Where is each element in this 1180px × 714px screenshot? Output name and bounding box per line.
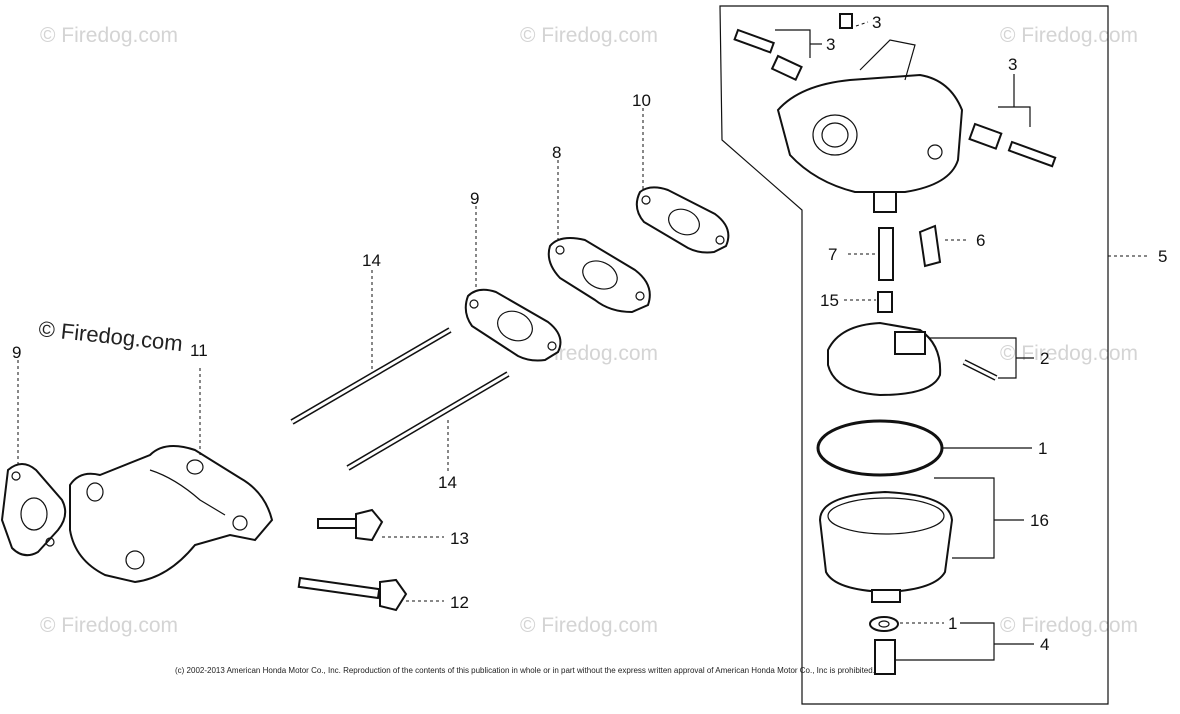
gasket-part-9-left xyxy=(0,463,67,557)
drain-bolt-part-4 xyxy=(874,639,896,675)
callout-5: 5 xyxy=(1158,247,1167,266)
bolt-part-13 xyxy=(317,508,384,542)
watermark: © Firedog.com xyxy=(40,24,178,47)
callout-1: 1 xyxy=(1038,439,1047,458)
watermark-prominent: © Firedog.com xyxy=(37,316,183,356)
watermark: © Firedog.com xyxy=(1000,24,1138,47)
throttle-stop-screw-part-3 xyxy=(968,122,1057,168)
callout-10: 10 xyxy=(632,91,651,110)
stud-part-14-upper xyxy=(290,327,452,425)
callout-11: 11 xyxy=(190,341,208,360)
callout-14: 14 xyxy=(362,251,381,270)
insulator-part-8 xyxy=(547,237,651,314)
callout-2: 2 xyxy=(1040,349,1049,368)
callout-15: 15 xyxy=(820,291,839,310)
gasket-part-10 xyxy=(635,186,730,254)
callout-8: 8 xyxy=(552,143,561,162)
callout-9: 9 xyxy=(12,343,21,362)
callout-12: 12 xyxy=(450,593,469,612)
callout-14: 14 xyxy=(438,473,457,492)
callout-4: 4 xyxy=(1040,635,1049,654)
cap-part-3 xyxy=(839,13,853,29)
float-pin-part-2 xyxy=(962,359,998,381)
watermark: © Firedog.com xyxy=(520,614,658,637)
watermark: © Firedog.com xyxy=(1000,342,1138,365)
main-jet-part-15 xyxy=(877,291,893,313)
callout-16: 16 xyxy=(1030,511,1049,530)
float-chamber-gasket-part-1 xyxy=(816,419,944,477)
watermark: © Firedog.com xyxy=(1000,614,1138,637)
intake-manifold-part-11 xyxy=(69,445,274,584)
callout-1: 1 xyxy=(948,614,957,633)
callout-3: 3 xyxy=(872,13,881,32)
float-chamber-part-16 xyxy=(818,490,954,603)
callout-7: 7 xyxy=(828,245,837,264)
pilot-screw-part-3 xyxy=(733,28,803,82)
leader-lines xyxy=(17,21,1034,661)
nozzle-part-7 xyxy=(878,227,894,281)
carburetor-body xyxy=(776,39,964,213)
stud-part-14-lower xyxy=(346,371,510,471)
copyright-notice: (c) 2002-2013 American Honda Motor Co., … xyxy=(175,666,875,675)
callout-13: 13 xyxy=(450,529,469,548)
float-part-2 xyxy=(827,321,942,397)
callout-6: 6 xyxy=(976,231,985,250)
callout-3: 3 xyxy=(1008,55,1017,74)
washer-part-1 xyxy=(869,616,899,632)
watermark: © Firedog.com xyxy=(40,614,178,637)
bolt-part-12 xyxy=(297,576,408,612)
watermark: © Firedog.com xyxy=(520,24,658,47)
carburetor-assembly-box xyxy=(719,5,1109,705)
gasket-part-9 xyxy=(464,288,562,362)
callout-3: 3 xyxy=(826,35,835,54)
float-valve-part-6 xyxy=(918,224,942,268)
watermarks: © Firedog.com © Firedog.com © Firedog.co… xyxy=(37,24,1138,637)
callout-9: 9 xyxy=(470,189,479,208)
callouts: 3 3 3 10 8 9 14 9 11 14 13 12 7 6 5 15 2… xyxy=(12,13,1167,654)
